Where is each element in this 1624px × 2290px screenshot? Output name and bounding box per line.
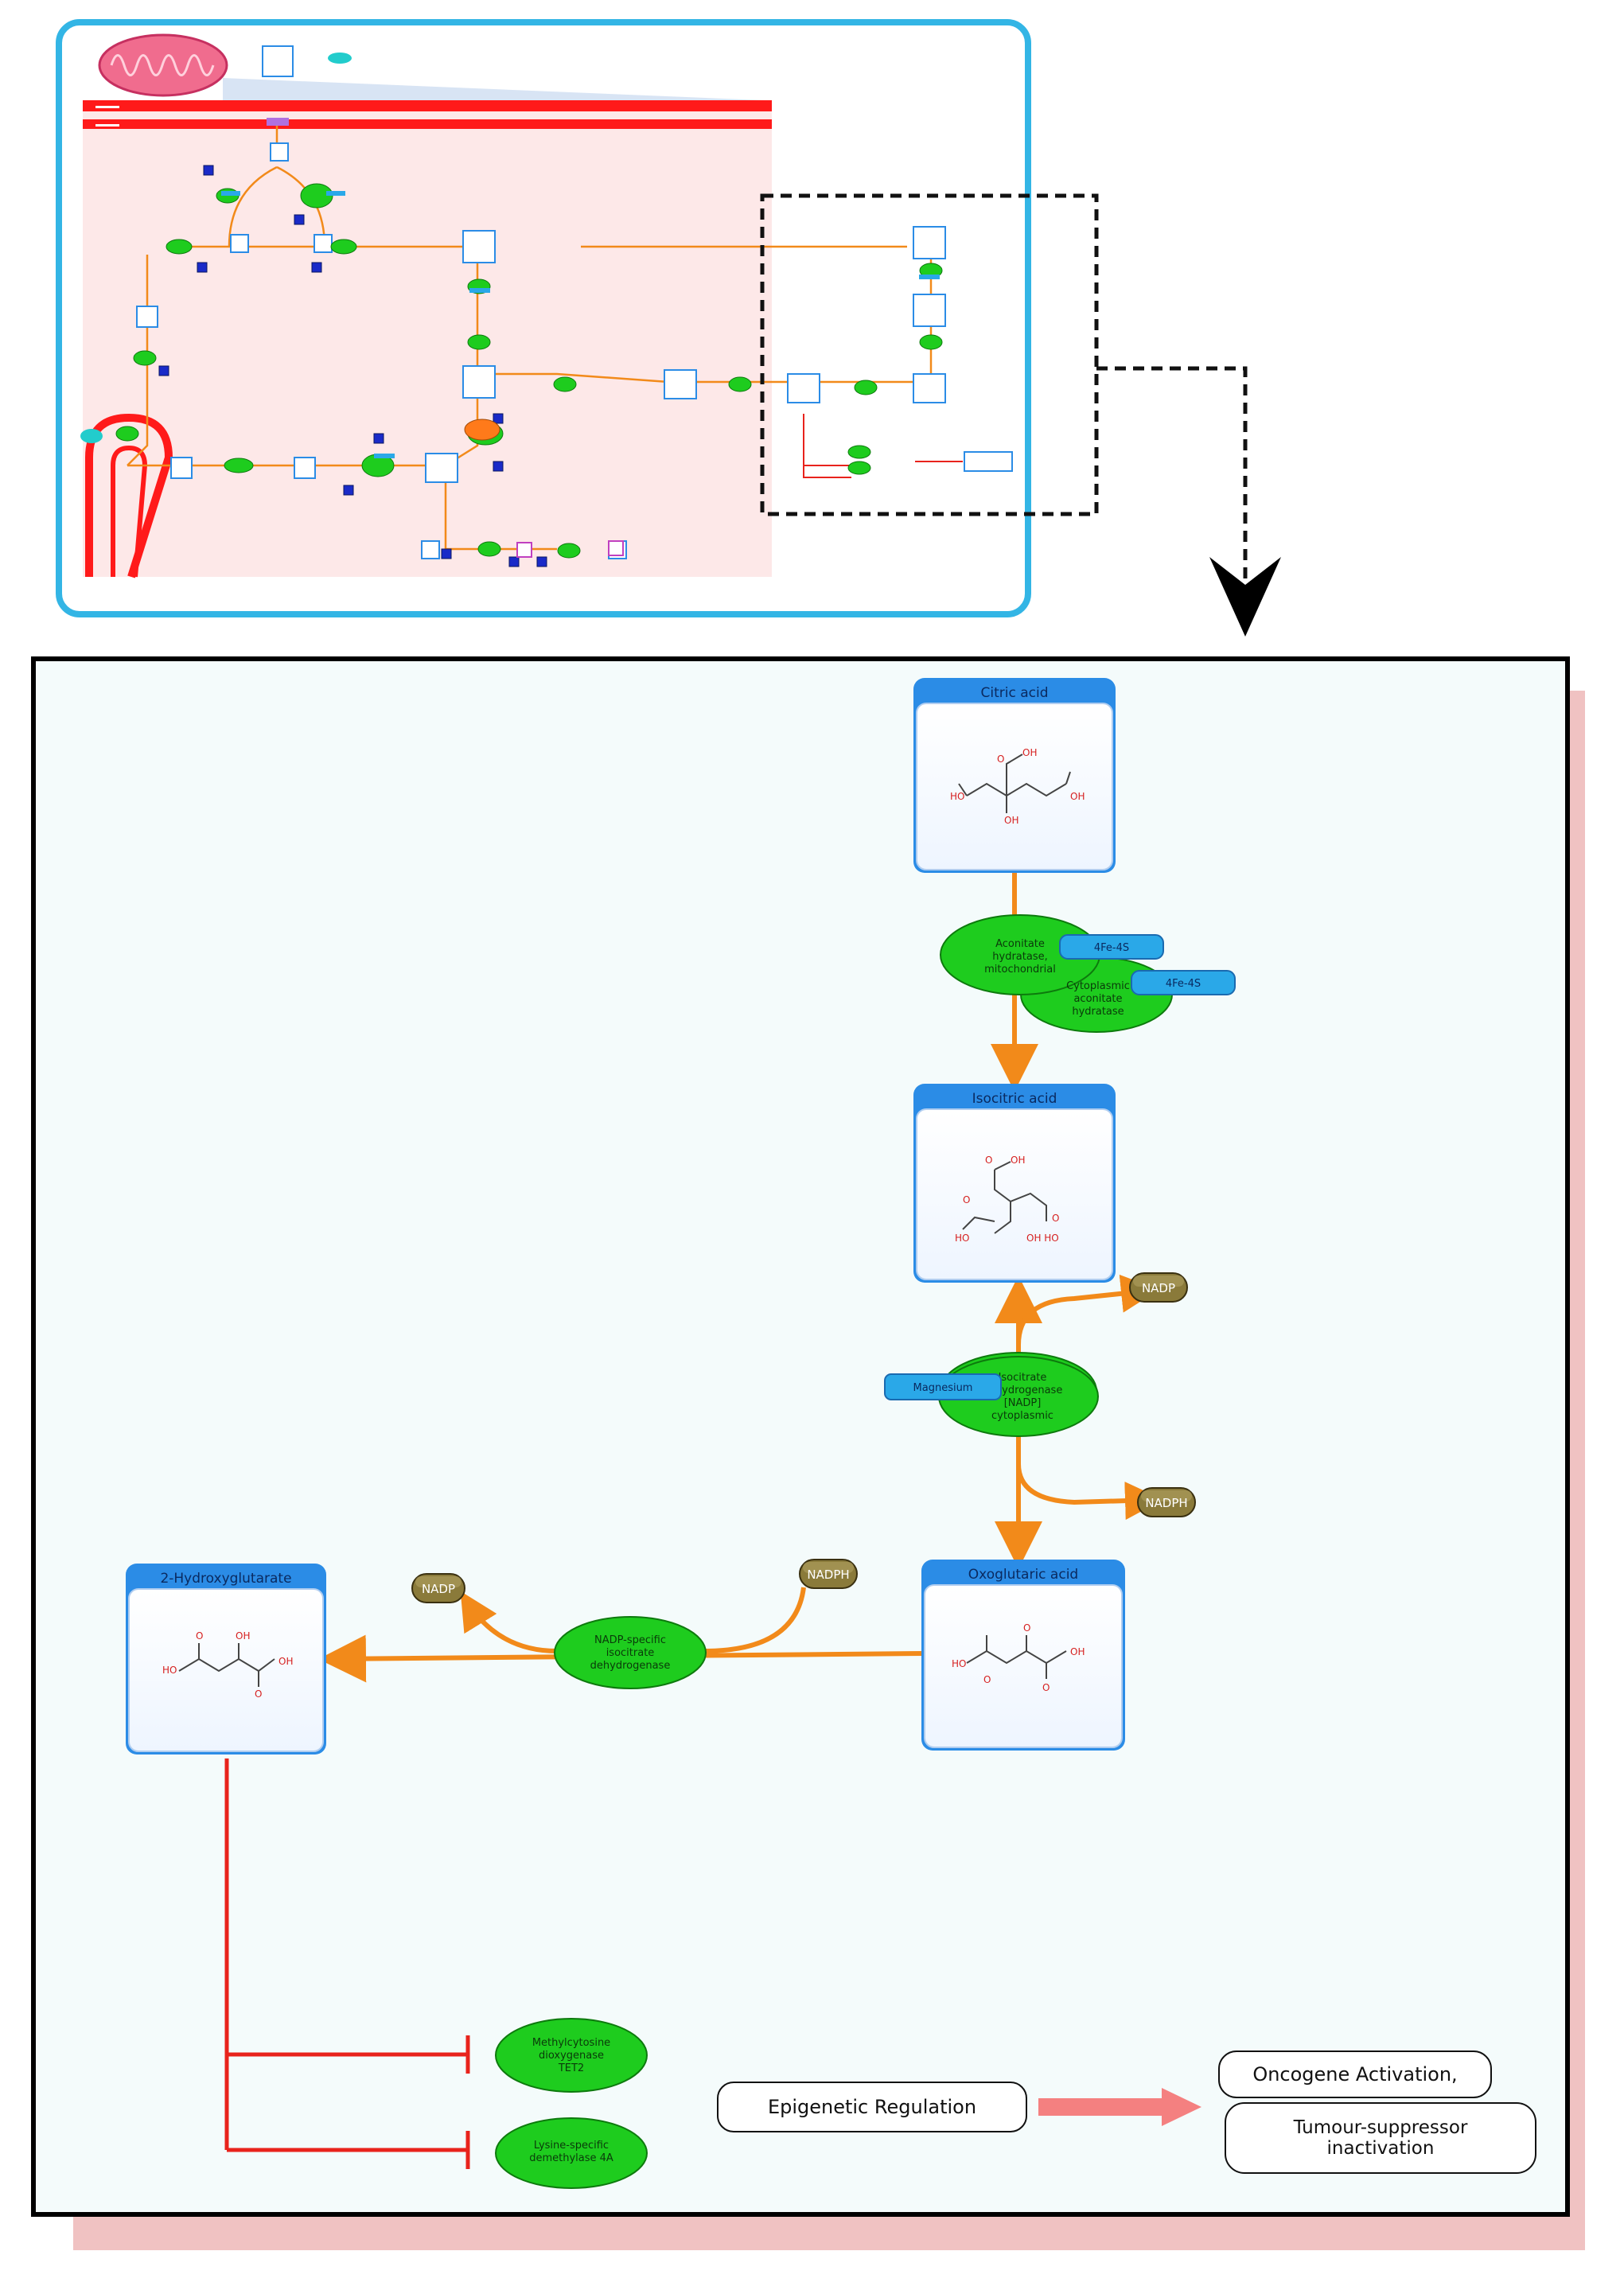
- svg-text:Magnesium: Magnesium: [913, 1382, 973, 1394]
- enzyme-label: isocitrate: [606, 1647, 655, 1659]
- iron-sulfur-tag: 4Fe-4S: [1059, 934, 1164, 960]
- mitochondrial-matrix: [83, 103, 772, 577]
- overview-panel: [56, 19, 1031, 617]
- svg-text:O: O: [997, 754, 1004, 765]
- hydroxyglutarate-structure: [178, 1643, 275, 1687]
- flow-nadph-mid: [703, 1587, 806, 1653]
- svg-text:HO: HO: [952, 1658, 966, 1669]
- enzyme-label: TET2: [558, 2062, 584, 2074]
- enzyme-label: mitochondrial: [984, 964, 1056, 976]
- compound-isocitric-acid[interactable]: Isocitric acid OH O HO O O OH HO: [913, 1084, 1116, 1283]
- enzyme-label: Lysine-specific: [534, 2140, 609, 2152]
- enzyme-label: demethylase 4A: [529, 2152, 613, 2164]
- mitochondrion-icon: [98, 33, 228, 97]
- outer-membrane: [83, 100, 772, 111]
- enzyme-label: Cytoplasmic: [1066, 980, 1130, 992]
- enzyme-aconitase[interactable]: Aconitate hydratase, mitochondrial Cytop…: [940, 914, 1173, 1033]
- oncogene-activation-box[interactable]: Oncogene Activation,: [1218, 2050, 1492, 2098]
- enzyme-label: cytoplasmic: [991, 1410, 1053, 1422]
- isocitric-acid-structure: [962, 1161, 1047, 1234]
- enzyme-idh-mutant[interactable]: NADP-specific isocitrate dehydrogenase: [554, 1616, 707, 1689]
- svg-text:4Fe-4S: 4Fe-4S: [1166, 978, 1201, 990]
- svg-text:O: O: [1023, 1622, 1030, 1634]
- svg-text:NADP: NADP: [422, 1582, 455, 1596]
- zoom-arrow-head: [1209, 557, 1281, 637]
- svg-text:OH: OH: [1070, 1646, 1085, 1657]
- svg-text:O: O: [963, 1194, 970, 1205]
- svg-text:NADPH: NADPH: [1145, 1496, 1187, 1510]
- enzyme-methylcytosine-dioxygenase[interactable]: Methylcytosine dioxygenase TET2: [495, 2018, 648, 2093]
- cofactor-nadp-left[interactable]: NADP: [411, 1573, 465, 1603]
- iron-sulfur-tag-2: 4Fe-4S: [1131, 970, 1236, 995]
- enzyme-label: hydratase: [1072, 1006, 1124, 1018]
- enzyme-label: Isocitrate: [999, 1372, 1047, 1384]
- inhibition-lines: [224, 1758, 470, 2169]
- inner-membrane: [83, 119, 772, 129]
- enzyme-label: dehydrogenase: [590, 1660, 671, 1672]
- enzyme-lysine-demethylase[interactable]: Lysine-specific demethylase 4A: [495, 2117, 648, 2189]
- magnesium-tag: Magnesium: [884, 1373, 1002, 1400]
- svg-text:OH: OH: [1070, 791, 1085, 802]
- svg-text:O: O: [1052, 1213, 1059, 1224]
- svg-text:OH: OH: [1011, 1155, 1025, 1166]
- svg-text:HO: HO: [950, 791, 964, 802]
- svg-text:HO: HO: [162, 1665, 177, 1676]
- svg-text:Tumour-suppressor: Tumour-suppressor: [1293, 2117, 1468, 2138]
- svg-text:O: O: [983, 1674, 991, 1685]
- compound-oxoglutaric-acid[interactable]: Oxoglutaric acid HO OH O O O: [921, 1560, 1125, 1751]
- compound-2-hydroxyglutarate[interactable]: 2-Hydroxyglutarate HO OH O OH O: [126, 1564, 326, 1754]
- enzyme-label: hydratase,: [992, 951, 1047, 963]
- svg-text:OH: OH: [1022, 747, 1037, 758]
- svg-text:O: O: [196, 1630, 203, 1642]
- svg-text:O: O: [985, 1155, 992, 1166]
- svg-text:OH HO: OH HO: [1026, 1233, 1059, 1244]
- enzyme-label: dehydrogenase: [983, 1385, 1063, 1396]
- cofactor-nadph-mid[interactable]: NADPH: [799, 1559, 858, 1589]
- enzyme-label: NADP-specific: [594, 1634, 666, 1646]
- zoom-indicator: [760, 193, 1248, 581]
- cofactor-nadph-right[interactable]: NADPH: [1137, 1487, 1196, 1517]
- svg-text:inactivation: inactivation: [1327, 2138, 1435, 2159]
- svg-text:4Fe-4S: 4Fe-4S: [1094, 942, 1129, 954]
- flow-nadp-left: [460, 1591, 558, 1653]
- svg-text:NADPH: NADPH: [807, 1568, 849, 1582]
- enzyme-label: [NADP]: [1004, 1397, 1042, 1409]
- svg-text:HO: HO: [955, 1233, 969, 1244]
- compound-title: Citric acid: [981, 685, 1049, 701]
- compound-citric-acid[interactable]: Citric acid HO OH OH OH O: [913, 678, 1116, 873]
- enzyme-label: Methylcytosine: [532, 2037, 610, 2049]
- svg-text:OH: OH: [236, 1630, 250, 1642]
- enzyme-label: Aconitate: [995, 938, 1045, 950]
- tumour-suppressor-box[interactable]: Tumour-suppressor inactivation: [1225, 2102, 1536, 2174]
- compound-title: Oxoglutaric acid: [968, 1567, 1078, 1583]
- flow-nadph-right: [1016, 1463, 1163, 1521]
- svg-text:O: O: [1042, 1682, 1050, 1693]
- flow-nadp-top: [1016, 1274, 1159, 1346]
- enzyme-label: dioxygenase: [539, 2050, 604, 2062]
- svg-text:OH: OH: [1004, 815, 1018, 826]
- svg-text:O: O: [255, 1688, 262, 1700]
- svg-text:OH: OH: [278, 1656, 293, 1667]
- compound-title: 2-Hydroxyglutarate: [160, 1571, 291, 1587]
- oxoglutaric-acid-structure: [966, 1635, 1067, 1679]
- enzyme-label: aconitate: [1073, 993, 1122, 1005]
- svg-text:NADP: NADP: [1142, 1281, 1175, 1295]
- detail-panel: [31, 656, 1570, 2217]
- svg-text:Epigenetic Regulation: Epigenetic Regulation: [768, 2096, 976, 2118]
- outcome-arrow: [1038, 2088, 1201, 2126]
- citric-acid-structure: [958, 754, 1071, 813]
- svg-text:Oncogene Activation,: Oncogene Activation,: [1252, 2063, 1457, 2086]
- compound-title: Isocitric acid: [972, 1091, 1057, 1107]
- epigenetic-regulation-box[interactable]: Epigenetic Regulation: [717, 2082, 1027, 2132]
- cofactor-nadp-top[interactable]: NADP: [1129, 1272, 1188, 1303]
